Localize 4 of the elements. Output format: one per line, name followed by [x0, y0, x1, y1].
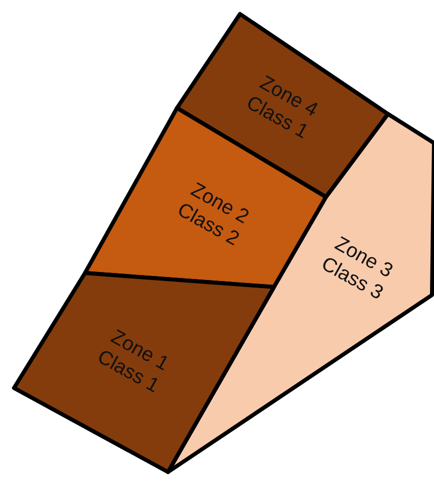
zone-label: Zone 4 Class 1	[242, 70, 322, 146]
zone-label: Zone 1 Class 1	[92, 324, 174, 400]
zone-label: Zone 3 Class 3	[316, 232, 398, 306]
zone-label: Zone 2 Class 2	[172, 178, 254, 252]
